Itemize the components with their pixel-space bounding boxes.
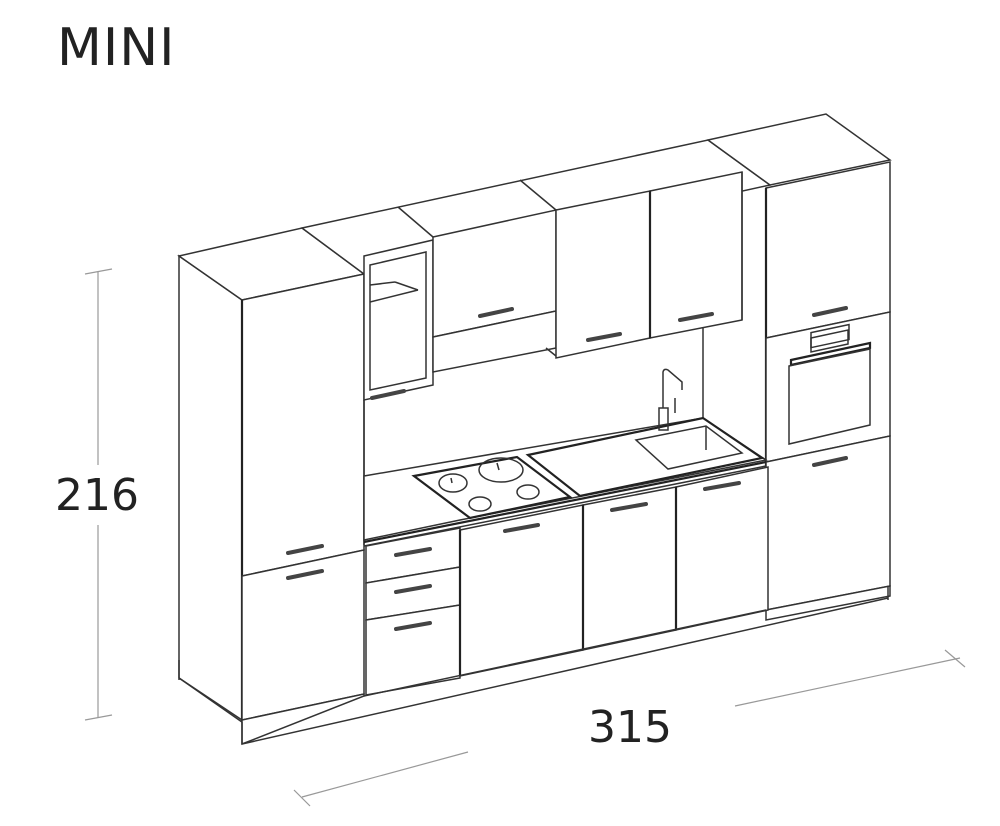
base-cabinet-hob — [458, 504, 584, 677]
product-title: MINI — [57, 18, 176, 78]
wall-cabinet-flap — [432, 209, 557, 373]
base-cabinet-sink — [581, 466, 769, 651]
wall-cabinet-double — [555, 171, 743, 420]
tap-icon — [658, 368, 683, 431]
width-dimension-label: 315 — [588, 702, 672, 753]
plinth — [241, 586, 889, 745]
sink — [525, 416, 765, 498]
induction-hob — [411, 455, 573, 520]
drawer-unit — [365, 527, 461, 696]
wall-cabinet-glass-door — [363, 239, 434, 401]
tall-oven-cabinet-right — [764, 161, 891, 621]
height-dimension-label: 216 — [55, 470, 139, 521]
height-dimension-line — [84, 268, 113, 721]
tall-pantry-cabinet-left — [177, 227, 366, 746]
wall-cabinet-top — [300, 113, 892, 275]
width-dimension-line — [293, 649, 966, 807]
